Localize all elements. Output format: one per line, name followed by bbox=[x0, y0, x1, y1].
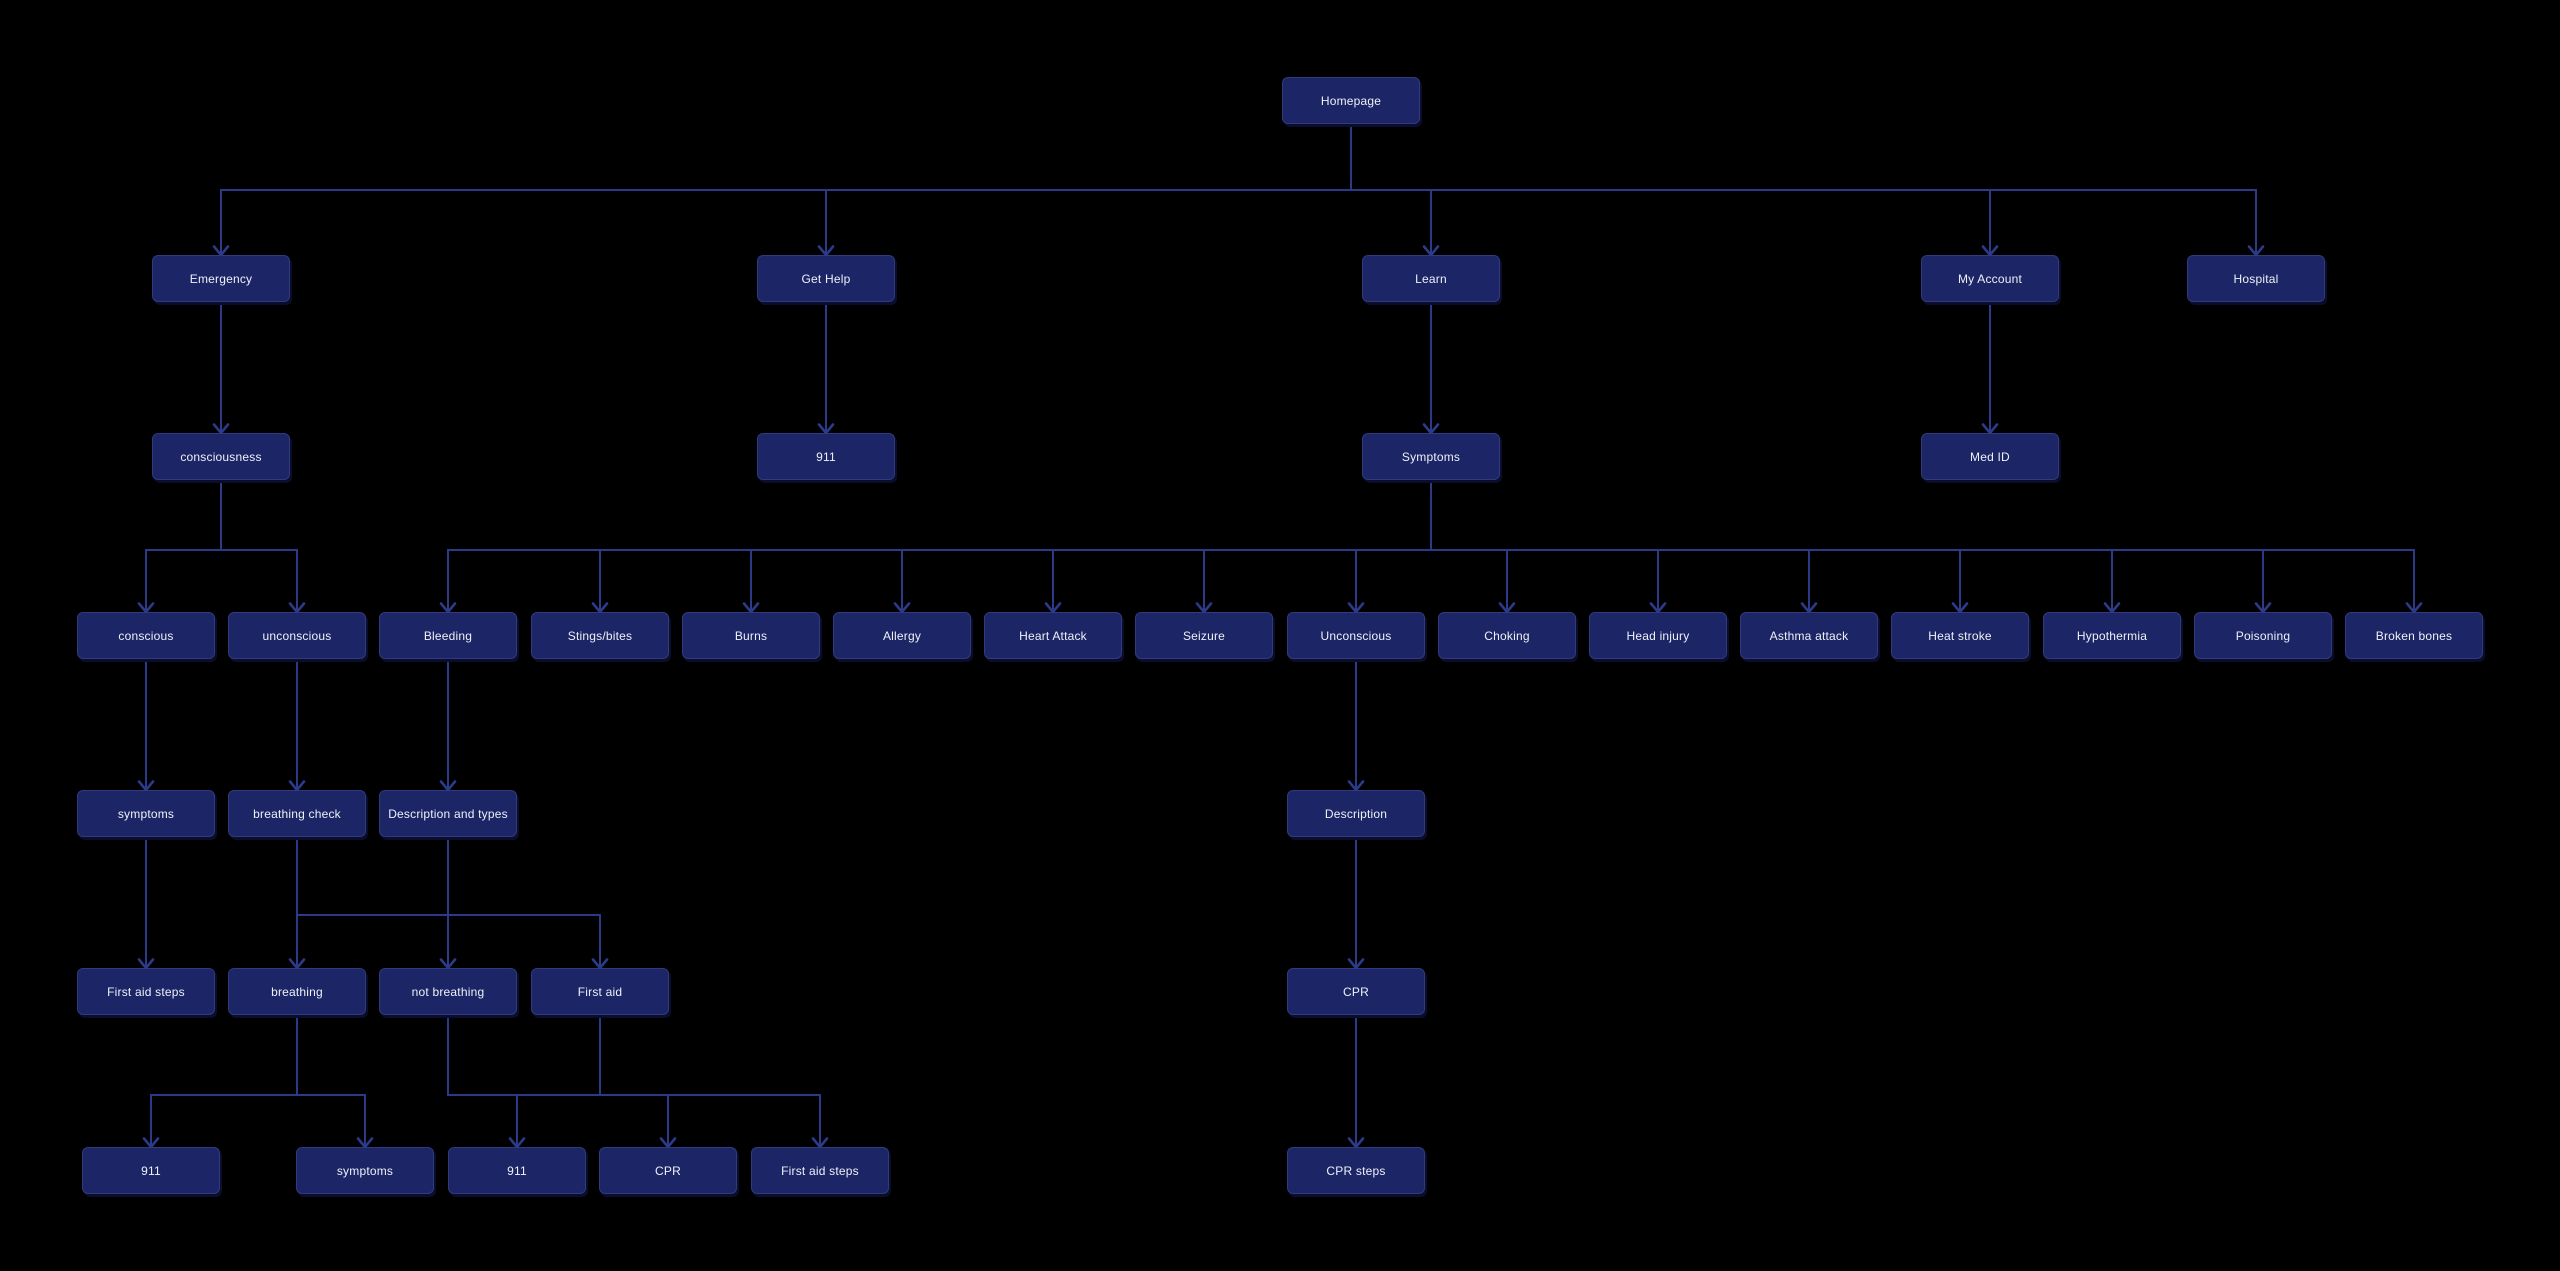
node-first-aid-steps-2[interactable]: First aid steps bbox=[751, 1147, 889, 1194]
node-hospital[interactable]: Hospital bbox=[2187, 255, 2325, 302]
node-label: First aid steps bbox=[781, 1163, 859, 1178]
node-label: Stings/bites bbox=[567, 628, 633, 643]
node-label: Description bbox=[1324, 806, 1388, 821]
node-description-types[interactable]: Description and types bbox=[379, 790, 517, 837]
node-label: CPR bbox=[655, 1163, 681, 1178]
node-label: Med ID bbox=[1970, 449, 2010, 464]
node-heart-attack[interactable]: Heart Attack bbox=[984, 612, 1122, 659]
node-label: Hypothermia bbox=[2076, 628, 2148, 643]
node-stings-bites[interactable]: Stings/bites bbox=[531, 612, 669, 659]
node-911-gethelp[interactable]: 911 bbox=[757, 433, 895, 480]
node-label: CPR steps bbox=[1326, 1163, 1386, 1178]
node-breathing[interactable]: breathing bbox=[228, 968, 366, 1015]
edge-first-aid bbox=[599, 1014, 821, 1146]
node-cpr-steps[interactable]: CPR steps bbox=[1287, 1147, 1425, 1194]
node-911-breathing[interactable]: 911 bbox=[82, 1147, 220, 1194]
node-breathing-check[interactable]: breathing check bbox=[228, 790, 366, 837]
node-label: Heart Attack bbox=[1019, 628, 1087, 643]
node-label: conscious bbox=[118, 628, 174, 643]
edge-breathing bbox=[150, 1014, 366, 1146]
node-get-help[interactable]: Get Help bbox=[757, 255, 895, 302]
edge-symptoms-main bbox=[447, 479, 2415, 611]
node-label: Broken bones bbox=[2375, 628, 2453, 643]
node-description-unconscious[interactable]: Description bbox=[1287, 790, 1425, 837]
node-choking[interactable]: Choking bbox=[1438, 612, 1576, 659]
node-label: Description and types bbox=[388, 806, 508, 821]
node-seizure[interactable]: Seizure bbox=[1135, 612, 1273, 659]
node-label: breathing bbox=[271, 984, 323, 999]
node-consciousness[interactable]: consciousness bbox=[152, 433, 290, 480]
node-label: Choking bbox=[1484, 628, 1530, 643]
node-label: Poisoning bbox=[2235, 628, 2291, 643]
node-label: Allergy bbox=[882, 628, 922, 643]
node-label: not breathing bbox=[411, 984, 485, 999]
node-allergy[interactable]: Allergy bbox=[833, 612, 971, 659]
node-poisoning[interactable]: Poisoning bbox=[2194, 612, 2332, 659]
node-label: 911 bbox=[816, 449, 836, 464]
node-symptoms-breathing[interactable]: symptoms bbox=[296, 1147, 434, 1194]
node-label: First aid bbox=[577, 984, 623, 999]
node-label: symptoms bbox=[336, 1163, 394, 1178]
node-conscious[interactable]: conscious bbox=[77, 612, 215, 659]
node-burns[interactable]: Burns bbox=[682, 612, 820, 659]
edge-consciousness bbox=[145, 479, 298, 611]
node-cpr[interactable]: CPR bbox=[1287, 968, 1425, 1015]
node-label: Emergency bbox=[189, 271, 253, 286]
node-emergency[interactable]: Emergency bbox=[152, 255, 290, 302]
node-label: First aid steps bbox=[107, 984, 185, 999]
edge-not-breathing bbox=[447, 1014, 669, 1146]
node-label: Heat stroke bbox=[1928, 628, 1992, 643]
node-my-account[interactable]: My Account bbox=[1921, 255, 2059, 302]
node-label: unconscious bbox=[262, 628, 332, 643]
node-bleeding[interactable]: Bleeding bbox=[379, 612, 517, 659]
node-label: Bleeding bbox=[423, 628, 473, 643]
node-symptoms-conscious[interactable]: symptoms bbox=[77, 790, 215, 837]
node-label: Burns bbox=[734, 628, 768, 643]
node-label: Head injury bbox=[1626, 628, 1690, 643]
node-label: My Account bbox=[1957, 271, 2023, 286]
node-label: Get Help bbox=[801, 271, 851, 286]
edge-homepage bbox=[220, 123, 2257, 254]
node-label: Learn bbox=[1415, 271, 1447, 286]
node-label: Symptoms bbox=[1401, 449, 1461, 464]
node-label: Unconscious bbox=[1320, 628, 1392, 643]
node-label: CPR bbox=[1343, 984, 1369, 999]
node-med-id[interactable]: Med ID bbox=[1921, 433, 2059, 480]
node-homepage[interactable]: Homepage bbox=[1282, 77, 1420, 124]
node-asthma-attack[interactable]: Asthma attack bbox=[1740, 612, 1878, 659]
node-first-aid-steps[interactable]: First aid steps bbox=[77, 968, 215, 1015]
node-heat-stroke[interactable]: Heat stroke bbox=[1891, 612, 2029, 659]
node-unconscious-symptom[interactable]: Unconscious bbox=[1287, 612, 1425, 659]
node-label: Asthma attack bbox=[1769, 628, 1849, 643]
node-symptoms-main[interactable]: Symptoms bbox=[1362, 433, 1500, 480]
node-broken-bones[interactable]: Broken bones bbox=[2345, 612, 2483, 659]
node-not-breathing[interactable]: not breathing bbox=[379, 968, 517, 1015]
node-label: Homepage bbox=[1320, 93, 1382, 108]
node-label: Hospital bbox=[2233, 271, 2279, 286]
node-label: Seizure bbox=[1182, 628, 1226, 643]
node-label: 911 bbox=[507, 1163, 527, 1178]
node-first-aid[interactable]: First aid bbox=[531, 968, 669, 1015]
node-learn[interactable]: Learn bbox=[1362, 255, 1500, 302]
node-label: consciousness bbox=[180, 449, 262, 464]
node-hypothermia[interactable]: Hypothermia bbox=[2043, 612, 2181, 659]
node-cpr-notbreathing[interactable]: CPR bbox=[599, 1147, 737, 1194]
node-label: symptoms bbox=[117, 806, 175, 821]
node-label: 911 bbox=[141, 1163, 161, 1178]
node-head-injury[interactable]: Head injury bbox=[1589, 612, 1727, 659]
node-label: breathing check bbox=[253, 806, 341, 821]
node-911-notbreathing[interactable]: 911 bbox=[448, 1147, 586, 1194]
node-unconscious[interactable]: unconscious bbox=[228, 612, 366, 659]
